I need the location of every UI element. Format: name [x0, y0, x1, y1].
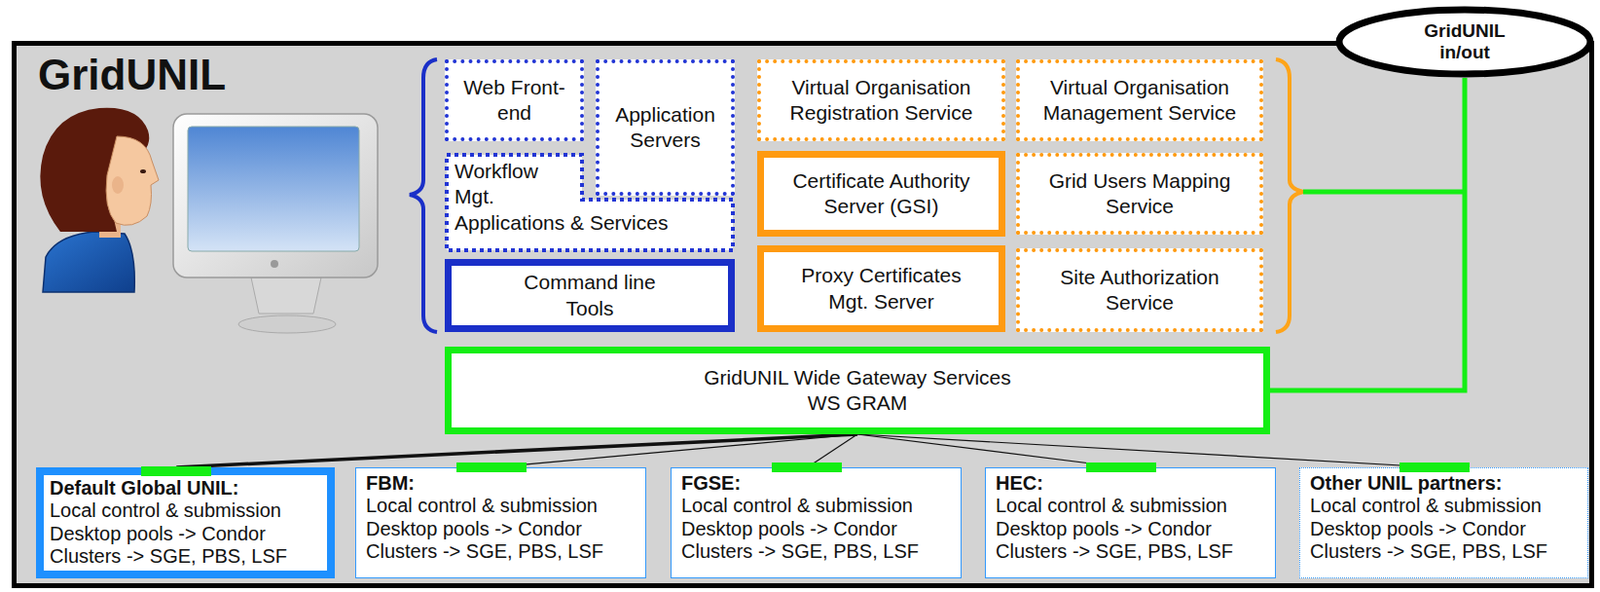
connector-tab	[1086, 462, 1157, 473]
site-detail: Desktop pools -> Condor	[365, 517, 636, 541]
service-box: Grid Users Mapping Service	[1016, 152, 1264, 235]
site-detail: Desktop pools -> Condor	[995, 517, 1266, 541]
connector	[1270, 77, 1465, 391]
site-detail: Clusters -> SGE, PBS, LSF	[49, 545, 322, 568]
site-heading: FBM:	[365, 472, 636, 495]
site-box: Default Global UNIL:Local control & subm…	[36, 467, 335, 579]
box-label: Certificate Authority Server (GSI)	[781, 168, 982, 220]
user-figure	[39, 108, 159, 292]
gateway-ellipse: GridUNIL in/out	[1335, 5, 1595, 78]
site-heading: Other UNIL partners:	[1309, 472, 1578, 495]
site-detail: Clusters -> SGE, PBS, LSF	[365, 540, 636, 563]
box-label: GridUNIL in/out	[1411, 20, 1519, 64]
box-label: Grid Users Mapping Service	[1029, 168, 1250, 220]
box-label: Application Servers	[603, 102, 728, 154]
connector-tab	[141, 466, 212, 476]
site-detail: Local control & submission	[49, 499, 322, 522]
panel-ground	[11, 40, 1595, 588]
site-detail: Desktop pools -> Condor	[681, 517, 951, 541]
server-box: Proxy Certificates Mgt. Server	[757, 245, 1006, 332]
box-label: Site Authorization Service	[1029, 264, 1250, 317]
service-box: Web Front-end	[444, 59, 584, 142]
site-detail: Local control & submission	[995, 494, 1266, 517]
service-box: Virtual Organisation Registration Servic…	[757, 59, 1006, 142]
tools-box: Command line Tools	[444, 258, 735, 332]
site-box: HEC:Local control & submissionDesktop po…	[984, 467, 1276, 579]
site-detail: Local control & submission	[681, 494, 951, 517]
curly-bracket	[1275, 59, 1304, 332]
workflow-box: Workflow Mgt. Applications & Services	[444, 152, 735, 253]
site-detail: Clusters -> SGE, PBS, LSF	[681, 540, 951, 563]
l-shape	[446, 154, 733, 251]
bus-line	[1303, 189, 1467, 195]
site-heading: HEC:	[995, 472, 1266, 495]
box-label: WS GRAM	[807, 390, 909, 416]
site-box: FGSE:Local control & submissionDesktop p…	[670, 467, 962, 579]
site-detail: Local control & submission	[1309, 494, 1578, 517]
panel-title: GridUNIL	[37, 51, 226, 99]
service-box: Site Authorization Service	[1016, 248, 1264, 332]
server-box: Certificate Authority Server (GSI)	[757, 150, 1006, 237]
site-box: Other UNIL partners:Local control & subm…	[1299, 467, 1589, 579]
box-label: Proxy Certificates Mgt. Server	[781, 262, 982, 315]
box-label: GridUNIL Wide Gateway Services	[703, 364, 1011, 391]
site-box: FBM:Local control & submissionDesktop po…	[355, 467, 647, 579]
site-detail: Local control & submission	[365, 494, 636, 517]
service-box: Application Servers	[595, 59, 735, 196]
box-label: Virtual Organisation Registration Servic…	[770, 74, 992, 127]
box-label: Workflow Mgt. Applications & Services	[454, 158, 726, 236]
site-detail: Clusters -> SGE, PBS, LSF	[1309, 540, 1578, 563]
connector-tab	[771, 462, 842, 473]
site-heading: Default Global UNIL:	[49, 476, 322, 500]
site-detail: Desktop pools -> Condor	[49, 522, 322, 546]
site-detail: Desktop pools -> Condor	[1309, 517, 1578, 541]
box-label: Command line Tools	[509, 269, 670, 322]
computer-illustration	[173, 113, 378, 333]
gateway-box: GridUNIL Wide Gateway ServicesWS GRAM	[444, 346, 1271, 435]
connector-tab	[456, 462, 527, 473]
connector	[857, 434, 1123, 468]
curly-bracket	[409, 59, 437, 332]
site-detail: Clusters -> SGE, PBS, LSF	[995, 540, 1266, 563]
service-box: Virtual Organisation Management Service	[1016, 59, 1264, 142]
site-heading: FGSE:	[681, 472, 951, 495]
box-label: Web Front-end	[460, 74, 569, 127]
ellipse-shape	[1339, 9, 1591, 74]
float-spacer	[579, 158, 726, 198]
connector-tab	[1399, 462, 1470, 473]
box-label: Virtual Organisation Management Service	[1029, 74, 1250, 127]
grid-panel: GridUNIL Web Front-endApplication Servers…	[11, 40, 1595, 588]
